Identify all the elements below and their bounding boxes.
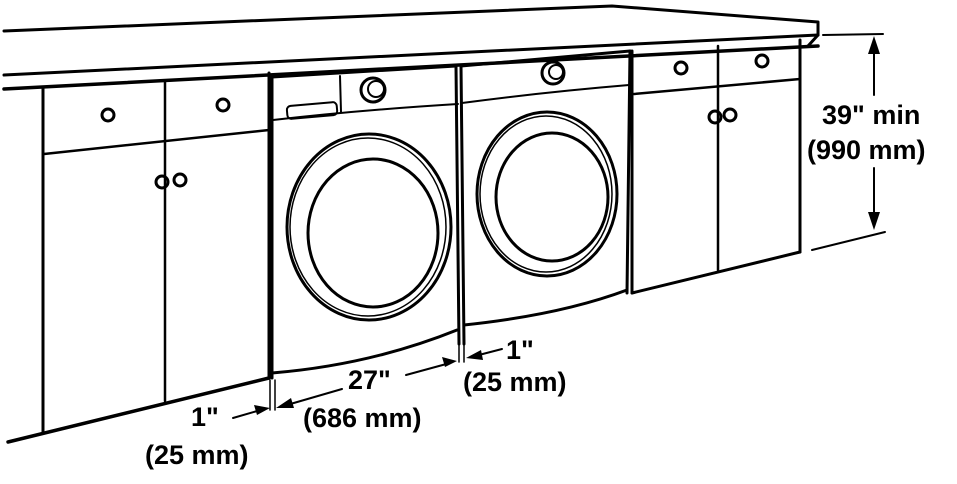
height-label-metric: (990 mm) xyxy=(807,135,926,165)
countertop xyxy=(2,4,820,91)
right-cabinet xyxy=(630,38,802,295)
dryer-control-knob xyxy=(540,60,566,86)
left-gap-label-metric: (25 mm) xyxy=(145,440,249,470)
drawer-knob xyxy=(754,53,770,69)
height-dimension-line xyxy=(811,33,886,251)
drawer-knob xyxy=(100,107,116,123)
width-dimension-line xyxy=(276,357,457,408)
detergent-dispenser xyxy=(285,101,339,120)
middle-gap-dimension-line xyxy=(458,327,503,363)
left-gap-label-imperial: 1" xyxy=(191,402,219,432)
drawer-knob xyxy=(215,97,231,113)
arrow-right-icon xyxy=(254,405,270,415)
left-cabinet xyxy=(6,71,271,444)
arrow-up-icon xyxy=(868,36,880,54)
door-knob xyxy=(707,109,723,125)
washer-control-knob xyxy=(359,76,387,104)
arrow-down-icon xyxy=(868,212,880,230)
drawer-knob xyxy=(673,60,689,76)
door-knob xyxy=(722,107,738,123)
arrow-left-icon xyxy=(466,350,483,360)
arrow-right-icon xyxy=(442,357,457,367)
door-knob xyxy=(172,172,188,188)
width-label-imperial: 27" xyxy=(348,365,391,395)
dryer xyxy=(459,49,632,346)
middle-gap-label-metric: (25 mm) xyxy=(463,367,567,397)
washer-door xyxy=(285,132,453,322)
door-knob xyxy=(154,174,170,190)
washer xyxy=(270,64,461,380)
height-label-imperial: 39" min xyxy=(822,100,921,130)
middle-gap-label-imperial: 1" xyxy=(506,335,534,365)
arrow-left-icon xyxy=(276,398,294,408)
dryer-door xyxy=(475,110,619,278)
width-label-metric: (686 mm) xyxy=(303,403,422,433)
left-gap-dimension-line xyxy=(232,379,276,419)
